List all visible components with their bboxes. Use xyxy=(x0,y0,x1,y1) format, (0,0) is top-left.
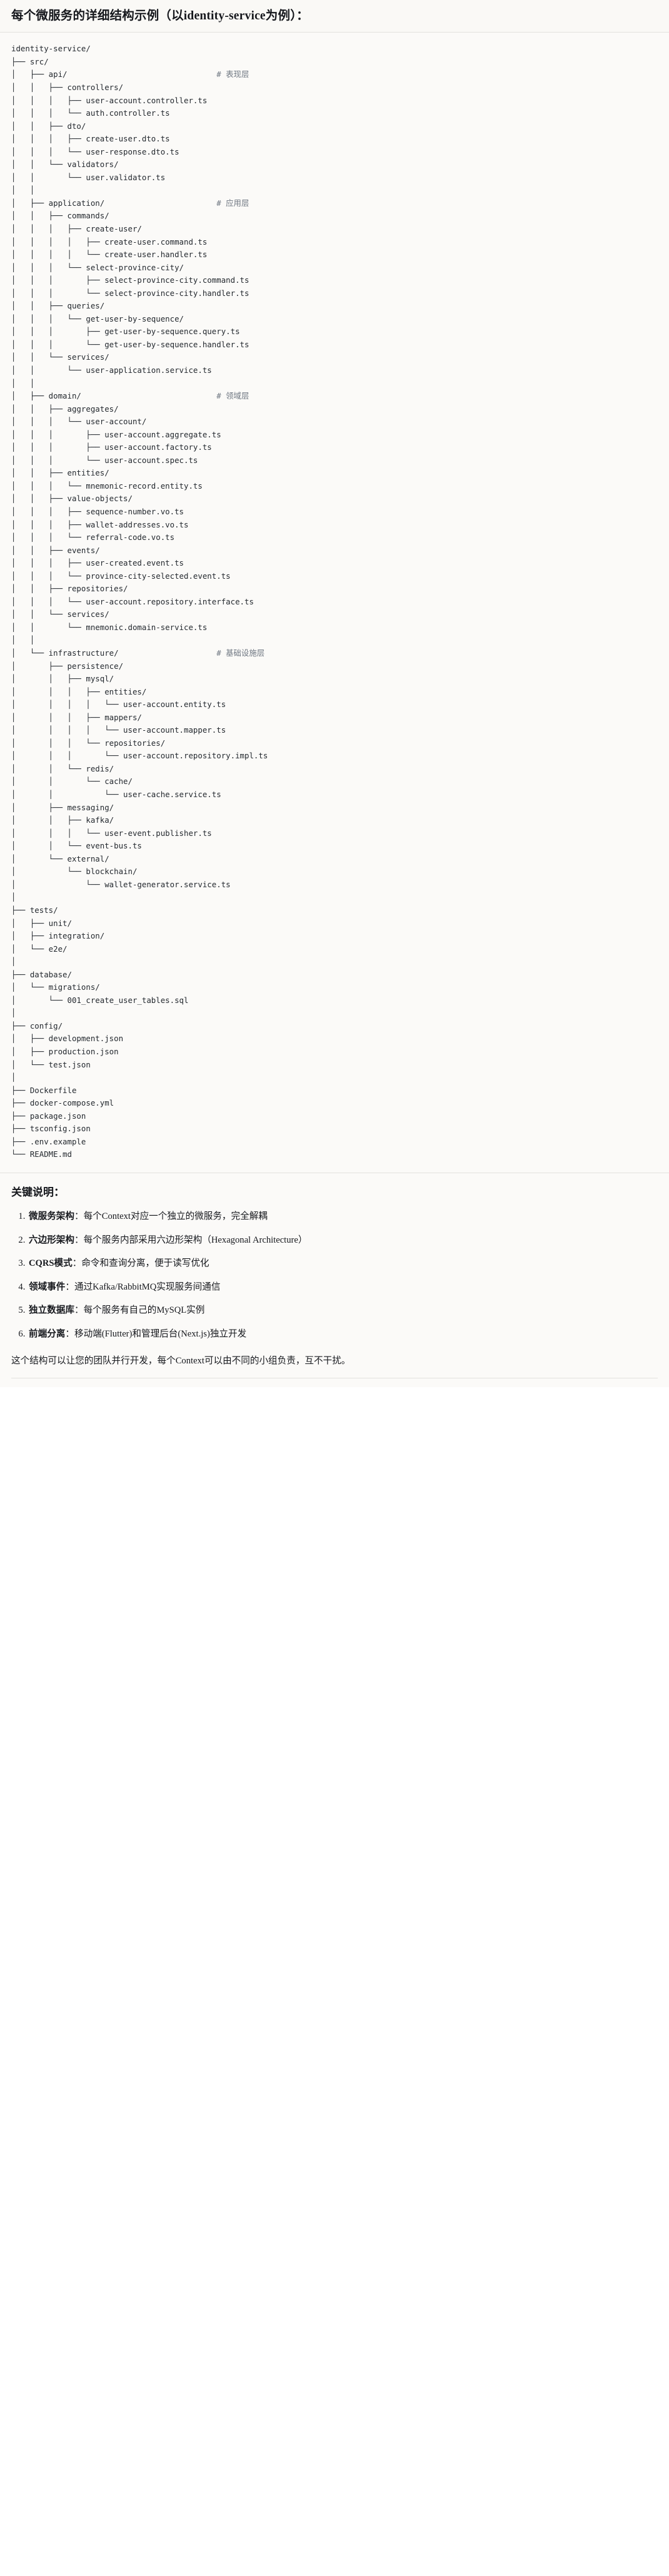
directory-tree-block: identity-service/ ├── src/ │ ├── api/ # … xyxy=(0,33,669,1173)
key-point-item: 领域事件：通过Kafka/RabbitMQ实现服务间通信 xyxy=(28,1280,658,1295)
key-point-item: 微服务架构：每个Context对应一个独立的微服务，完全解耦 xyxy=(28,1209,658,1224)
key-points-title: 关键说明： xyxy=(11,1186,64,1198)
key-point-term: 六边形架构 xyxy=(29,1235,74,1245)
tree-comment: # 表现层 xyxy=(216,69,249,79)
key-point-item: 前端分离：移动端(Flutter)和管理后台(Next.js)独立开发 xyxy=(28,1327,658,1341)
tree-comment: # 基础设施层 xyxy=(216,648,265,658)
key-point-item: 六边形架构：每个服务内部采用六边形架构（Hexagonal Architectu… xyxy=(28,1233,658,1248)
tree-comment: # 领域层 xyxy=(216,391,249,401)
key-points-section: 关键说明： 微服务架构：每个Context对应一个独立的微服务，完全解耦六边形架… xyxy=(0,1173,669,1388)
page-title: 每个微服务的详细结构示例（以identity-service为例）： xyxy=(0,0,669,33)
document-page: 每个微服务的详细结构示例（以identity-service为例）： ident… xyxy=(0,0,669,1387)
tree-comment: # 应用层 xyxy=(216,198,249,208)
key-point-description: ：命令和查询分离，便于读写优化 xyxy=(72,1258,209,1269)
closing-paragraph: 这个结构可以让您的团队并行开发，每个Context可以由不同的小组负责，互不干扰… xyxy=(11,1355,351,1366)
key-point-description: ：每个Context对应一个独立的微服务，完全解耦 xyxy=(74,1211,268,1221)
key-point-item: 独立数据库：每个服务有自己的MySQL实例 xyxy=(28,1303,658,1318)
key-point-description: ：每个服务内部采用六边形架构（Hexagonal Architecture） xyxy=(74,1235,308,1245)
key-point-term: 微服务架构 xyxy=(29,1211,74,1221)
key-points-list: 微服务架构：每个Context对应一个独立的微服务，完全解耦六边形架构：每个服务… xyxy=(11,1209,658,1341)
directory-tree: identity-service/ ├── src/ │ ├── api/ # … xyxy=(11,44,268,1159)
key-point-term: CQRS模式 xyxy=(29,1258,73,1269)
key-point-description: ：每个服务有自己的MySQL实例 xyxy=(74,1305,205,1316)
key-point-item: CQRS模式：命令和查询分离，便于读写优化 xyxy=(28,1256,658,1271)
key-point-description: ：通过Kafka/RabbitMQ实现服务间通信 xyxy=(65,1281,221,1292)
key-point-term: 独立数据库 xyxy=(29,1305,74,1316)
key-point-term: 前端分离 xyxy=(29,1329,66,1340)
key-point-description: ：移动端(Flutter)和管理后台(Next.js)独立开发 xyxy=(65,1329,247,1340)
key-point-term: 领域事件 xyxy=(29,1281,66,1292)
